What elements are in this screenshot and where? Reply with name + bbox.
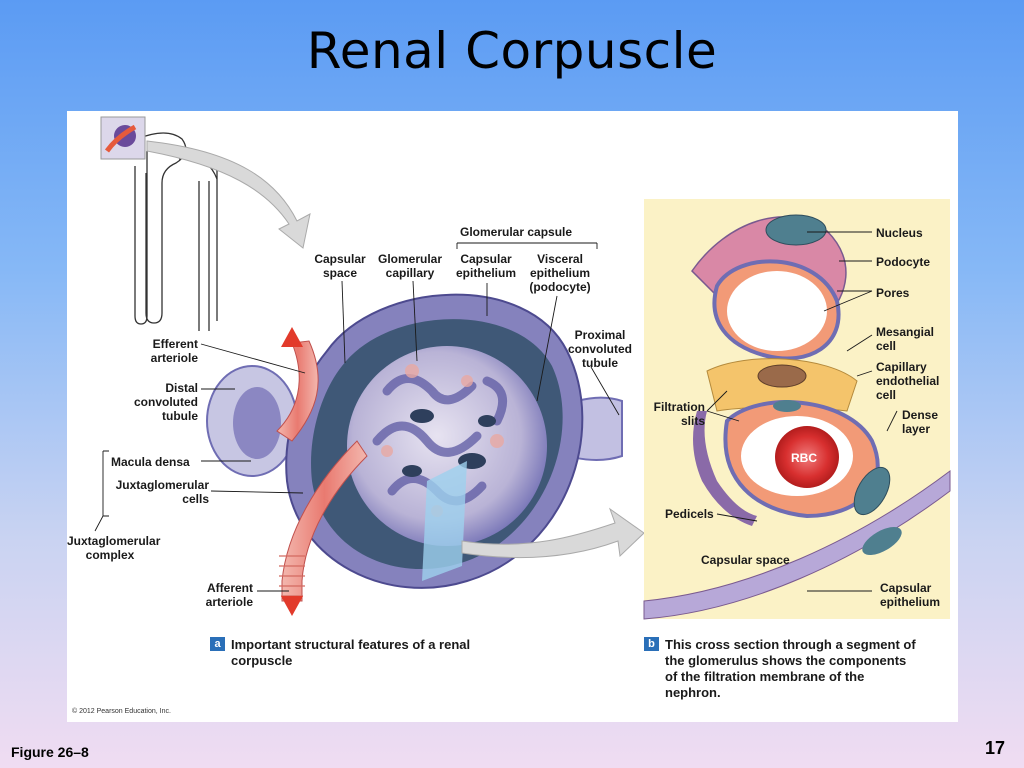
label-rbc: RBC [791, 451, 817, 465]
label-efferent-arteriole: Efferent arteriole [150, 337, 198, 365]
label-juxtaglomerular-complex: Juxtaglomerular complex [67, 534, 161, 562]
renal-corpuscle-diagram [206, 293, 645, 616]
badge-a: a [210, 637, 225, 651]
label-pores: Pores [876, 286, 910, 300]
label-capsular-space: Capsular space [314, 252, 366, 280]
label-capillary-endothelial-cell: Capillary endothelial cell [876, 360, 940, 402]
label-mesangial-cell: Mesangial cell [876, 325, 935, 353]
label-pedicels: Pedicels [665, 507, 714, 521]
copyright: © 2012 Pearson Education, Inc. [72, 708, 171, 715]
slide-title: Renal Corpuscle [306, 22, 718, 80]
label-capsular-space-b: Capsular space [701, 553, 790, 567]
label-afferent-arteriole: Afferent arteriole [205, 581, 253, 609]
caption-a: a Important structural features of a ren… [210, 637, 510, 669]
label-visceral-epithelium: Visceral epithelium (podocyte) [529, 252, 591, 294]
caption-b-text: This cross section through a segment of … [665, 637, 916, 700]
label-juxtaglomerular-cells: Juxtaglomerular cells [115, 478, 209, 506]
caption-a-text: Important structural features of a renal… [231, 637, 471, 668]
badge-b: b [644, 637, 659, 651]
section-arrow [461, 507, 645, 559]
zoom-arrow [146, 140, 311, 249]
label-dense-layer: Dense layer [902, 408, 939, 436]
label-glomerular-capillary: Glomerular capillary [377, 252, 443, 280]
label-capsular-epithelium-b: Capsular epithelium [880, 581, 941, 609]
label-podocyte: Podocyte [876, 255, 931, 269]
label-proximal-convoluted-tubule: Proximal convoluted tubule [567, 328, 632, 370]
figure-label: Figure 26–8 [11, 744, 89, 760]
caption-b: b This cross section through a segment o… [644, 637, 954, 701]
thumbnail-box [100, 116, 146, 160]
label-macula-densa: Macula densa [111, 455, 190, 469]
figure-panel: Glomerular capsule Capsular space Glomer… [67, 111, 958, 722]
label-glomerular-capsule: Glomerular capsule [460, 225, 573, 239]
page-number: 17 [985, 738, 1006, 758]
figure-illustration [94, 116, 951, 620]
label-filtration-slits: Filtration slits [653, 400, 705, 428]
filtration-membrane-diagram [643, 214, 951, 620]
label-capsular-epithelium: Capsular epithelium [455, 252, 516, 280]
label-nucleus: Nucleus [876, 226, 923, 240]
label-distal-convoluted-tubule: Distal convoluted tubule [133, 381, 198, 423]
